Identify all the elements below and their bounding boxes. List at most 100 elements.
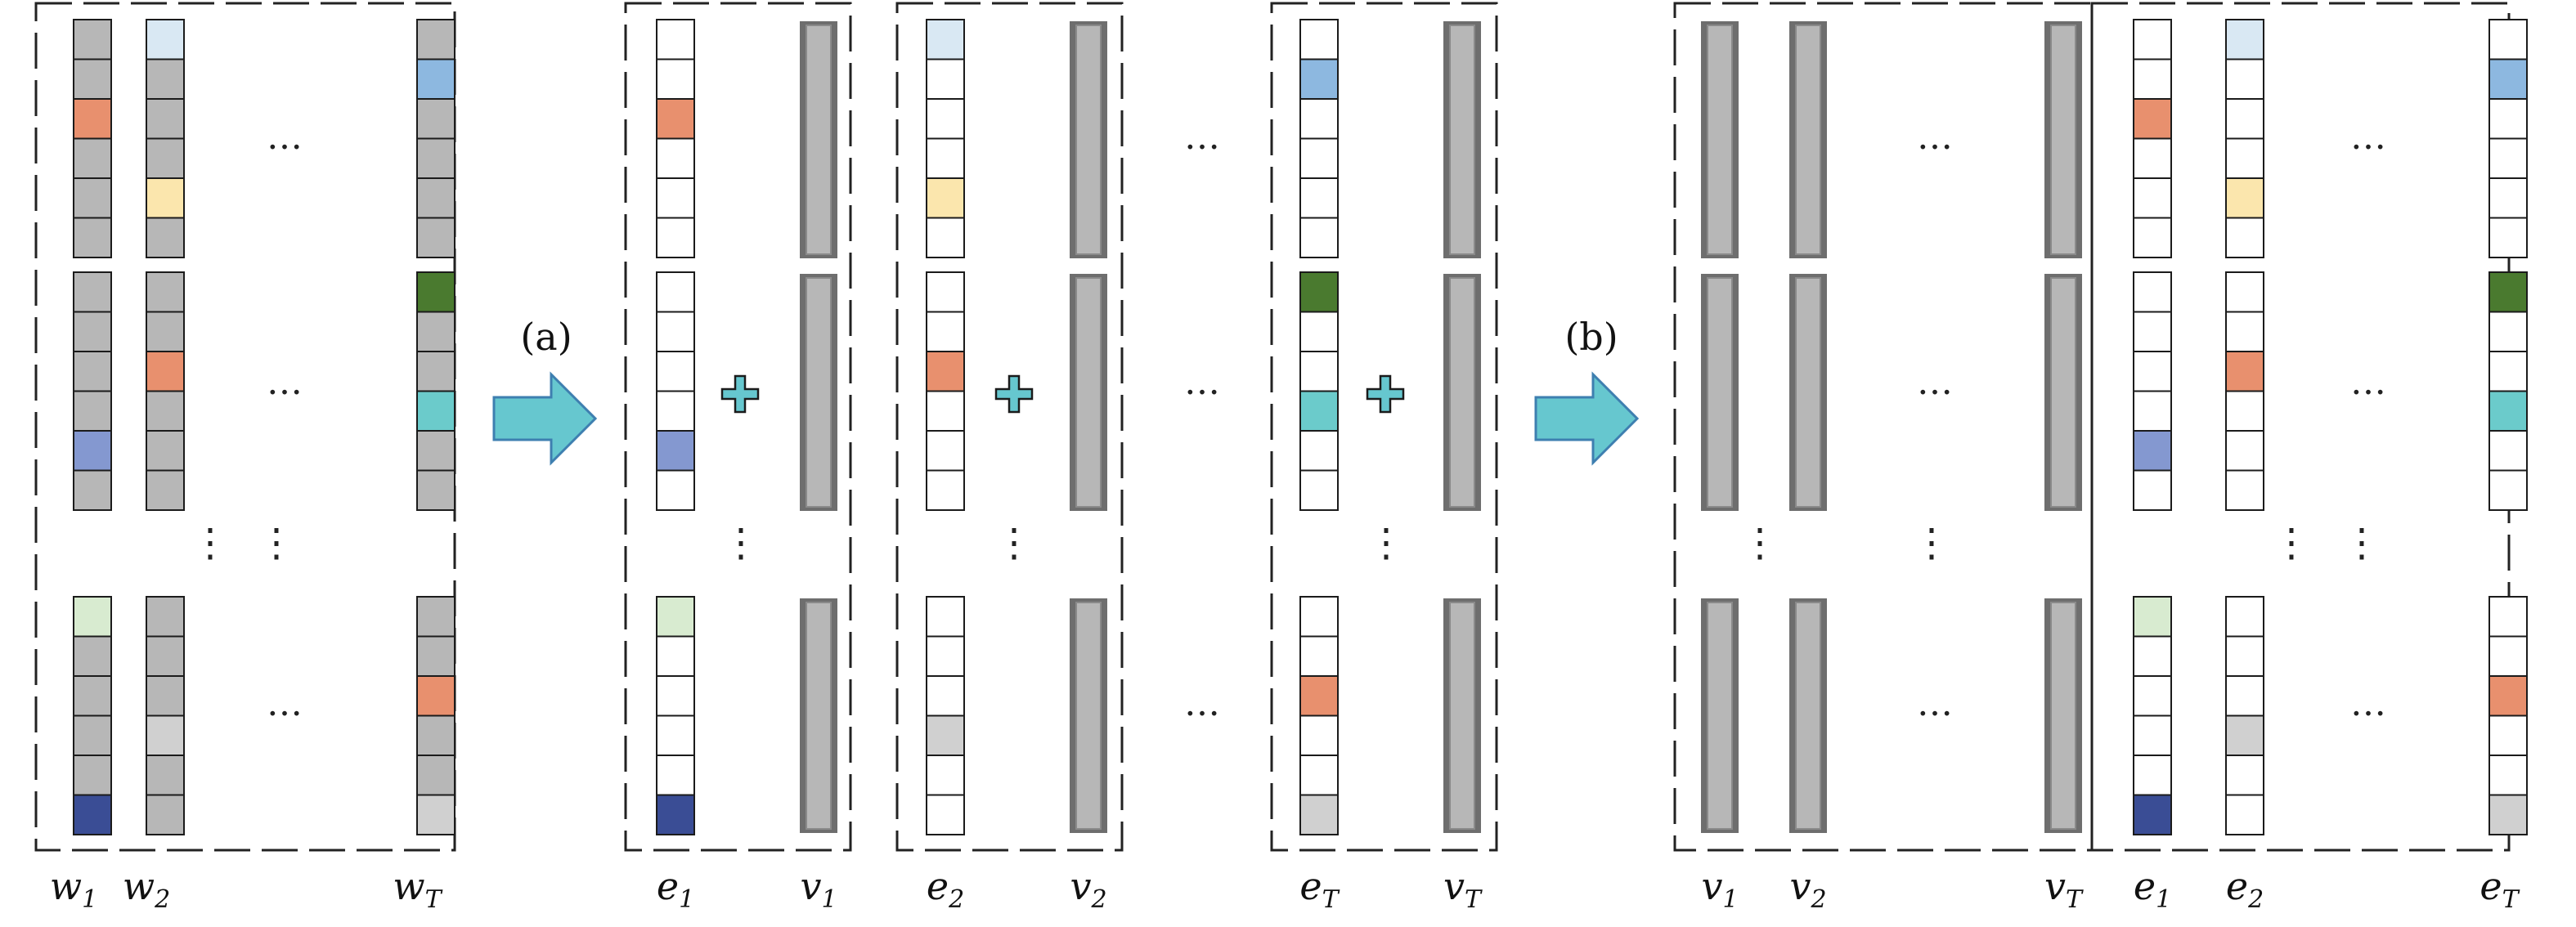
embedding-cell <box>656 19 695 60</box>
embedding-cell <box>73 271 112 313</box>
panel-frame-pair-T <box>1270 2 1498 852</box>
embedding-cell <box>656 469 695 511</box>
embedding-cell <box>1299 19 1339 60</box>
embedding-cell <box>73 794 112 835</box>
embedding-cell <box>926 177 965 219</box>
embedding-cell <box>146 58 185 100</box>
embedding-cell <box>2225 675 2264 717</box>
embedding-cell <box>416 98 456 140</box>
embedding-cell <box>1299 98 1339 140</box>
embedding-cell <box>2488 137 2528 179</box>
horizontal-ellipsis: … <box>2350 361 2386 403</box>
embedding-cell <box>146 351 185 392</box>
embedding-cell <box>926 755 965 796</box>
embedding-cell <box>2133 714 2172 756</box>
vertical-ellipsis: ⋮ <box>191 520 230 566</box>
column-label-sub: 1 <box>2156 885 2171 914</box>
column-label-main: e <box>2134 864 2156 908</box>
value-vector-fill <box>2050 25 2076 255</box>
embedding-cell <box>656 390 695 432</box>
column-label: w2 <box>123 864 170 914</box>
embedding-cell <box>73 714 112 756</box>
embedding-cell <box>146 217 185 258</box>
embedding-cell <box>1299 794 1339 835</box>
embedding-cell <box>73 217 112 258</box>
column-label-main: e <box>1299 864 1322 908</box>
horizontal-ellipsis: … <box>267 116 303 158</box>
embedding-cell <box>1299 177 1339 219</box>
embedding-cell <box>2225 755 2264 796</box>
column-label-main: e <box>2226 864 2248 908</box>
embedding-cell <box>2225 58 2264 100</box>
embedding-cell <box>2133 794 2172 835</box>
embedding-cell <box>2488 596 2528 638</box>
embedding-cell <box>2133 98 2172 140</box>
vertical-ellipsis: ⋮ <box>2272 520 2311 566</box>
column-label-sub: 1 <box>821 885 837 914</box>
embedding-cell <box>926 469 965 511</box>
value-vector-fill <box>2050 277 2076 508</box>
embedding-cell <box>656 217 695 258</box>
embedding-cell <box>2488 98 2528 140</box>
value-vector-fill <box>1075 25 1102 255</box>
vertical-ellipsis: ⋮ <box>1912 520 1951 566</box>
embedding-cell <box>2133 755 2172 796</box>
embedding-cell <box>73 19 112 60</box>
column-label: v1 <box>800 864 837 914</box>
column-label-sub: 2 <box>948 885 964 914</box>
embedding-cell <box>2488 19 2528 60</box>
embedding-cell <box>2225 390 2264 432</box>
value-vector-fill <box>1795 277 1821 508</box>
column-label-sub: 1 <box>1722 885 1738 914</box>
column-label-sub: T <box>2066 885 2084 914</box>
embedding-cell <box>416 58 456 100</box>
column-label: eT <box>2480 864 2520 914</box>
embedding-cell <box>416 390 456 432</box>
value-vector-fill <box>2050 602 2076 830</box>
embedding-cell <box>1299 430 1339 472</box>
embedding-cell <box>2225 137 2264 179</box>
embedding-cell <box>1299 351 1339 392</box>
embedding-cell <box>146 596 185 638</box>
embedding-cell <box>656 271 695 313</box>
column-label-sub: T <box>1465 885 1483 914</box>
value-vector-fill <box>1707 277 1733 508</box>
embedding-cell <box>73 675 112 717</box>
embedding-cell <box>926 430 965 472</box>
column-label-main: v <box>1070 864 1091 908</box>
embedding-cell <box>416 755 456 796</box>
embedding-cell <box>2225 98 2264 140</box>
embedding-cell <box>2133 58 2172 100</box>
embedding-cell <box>2488 271 2528 313</box>
embedding-cell <box>656 98 695 140</box>
embedding-cell <box>2488 58 2528 100</box>
embedding-cell <box>146 137 185 179</box>
vertical-ellipsis: ⋮ <box>257 520 296 566</box>
embedding-cell <box>926 351 965 392</box>
embedding-cell <box>926 714 965 756</box>
column-label-main: e <box>657 864 679 908</box>
column-label-sub: 1 <box>679 885 694 914</box>
embedding-cell <box>2225 19 2264 60</box>
embedding-cell <box>926 311 965 352</box>
embedding-cell <box>1299 675 1339 717</box>
embedding-cell <box>2225 714 2264 756</box>
embedding-cell <box>416 596 456 638</box>
value-vector-fill <box>1795 602 1821 830</box>
embedding-cell <box>2488 177 2528 219</box>
embedding-cell <box>2225 271 2264 313</box>
plus-icon <box>994 374 1034 414</box>
embedding-cell <box>1299 58 1339 100</box>
embedding-cell <box>73 98 112 140</box>
embedding-cell <box>1299 390 1339 432</box>
column-label-main: w <box>123 864 155 908</box>
embedding-cell <box>2488 430 2528 472</box>
embedding-cell <box>416 217 456 258</box>
horizontal-ellipsis: … <box>267 361 303 403</box>
embedding-cell <box>2488 390 2528 432</box>
embedding-cell <box>73 351 112 392</box>
vertical-ellipsis: ⋮ <box>1367 520 1406 566</box>
value-vector-fill <box>1449 602 1475 830</box>
column-label-sub: T <box>1322 885 1340 914</box>
column-label: w1 <box>50 864 97 914</box>
